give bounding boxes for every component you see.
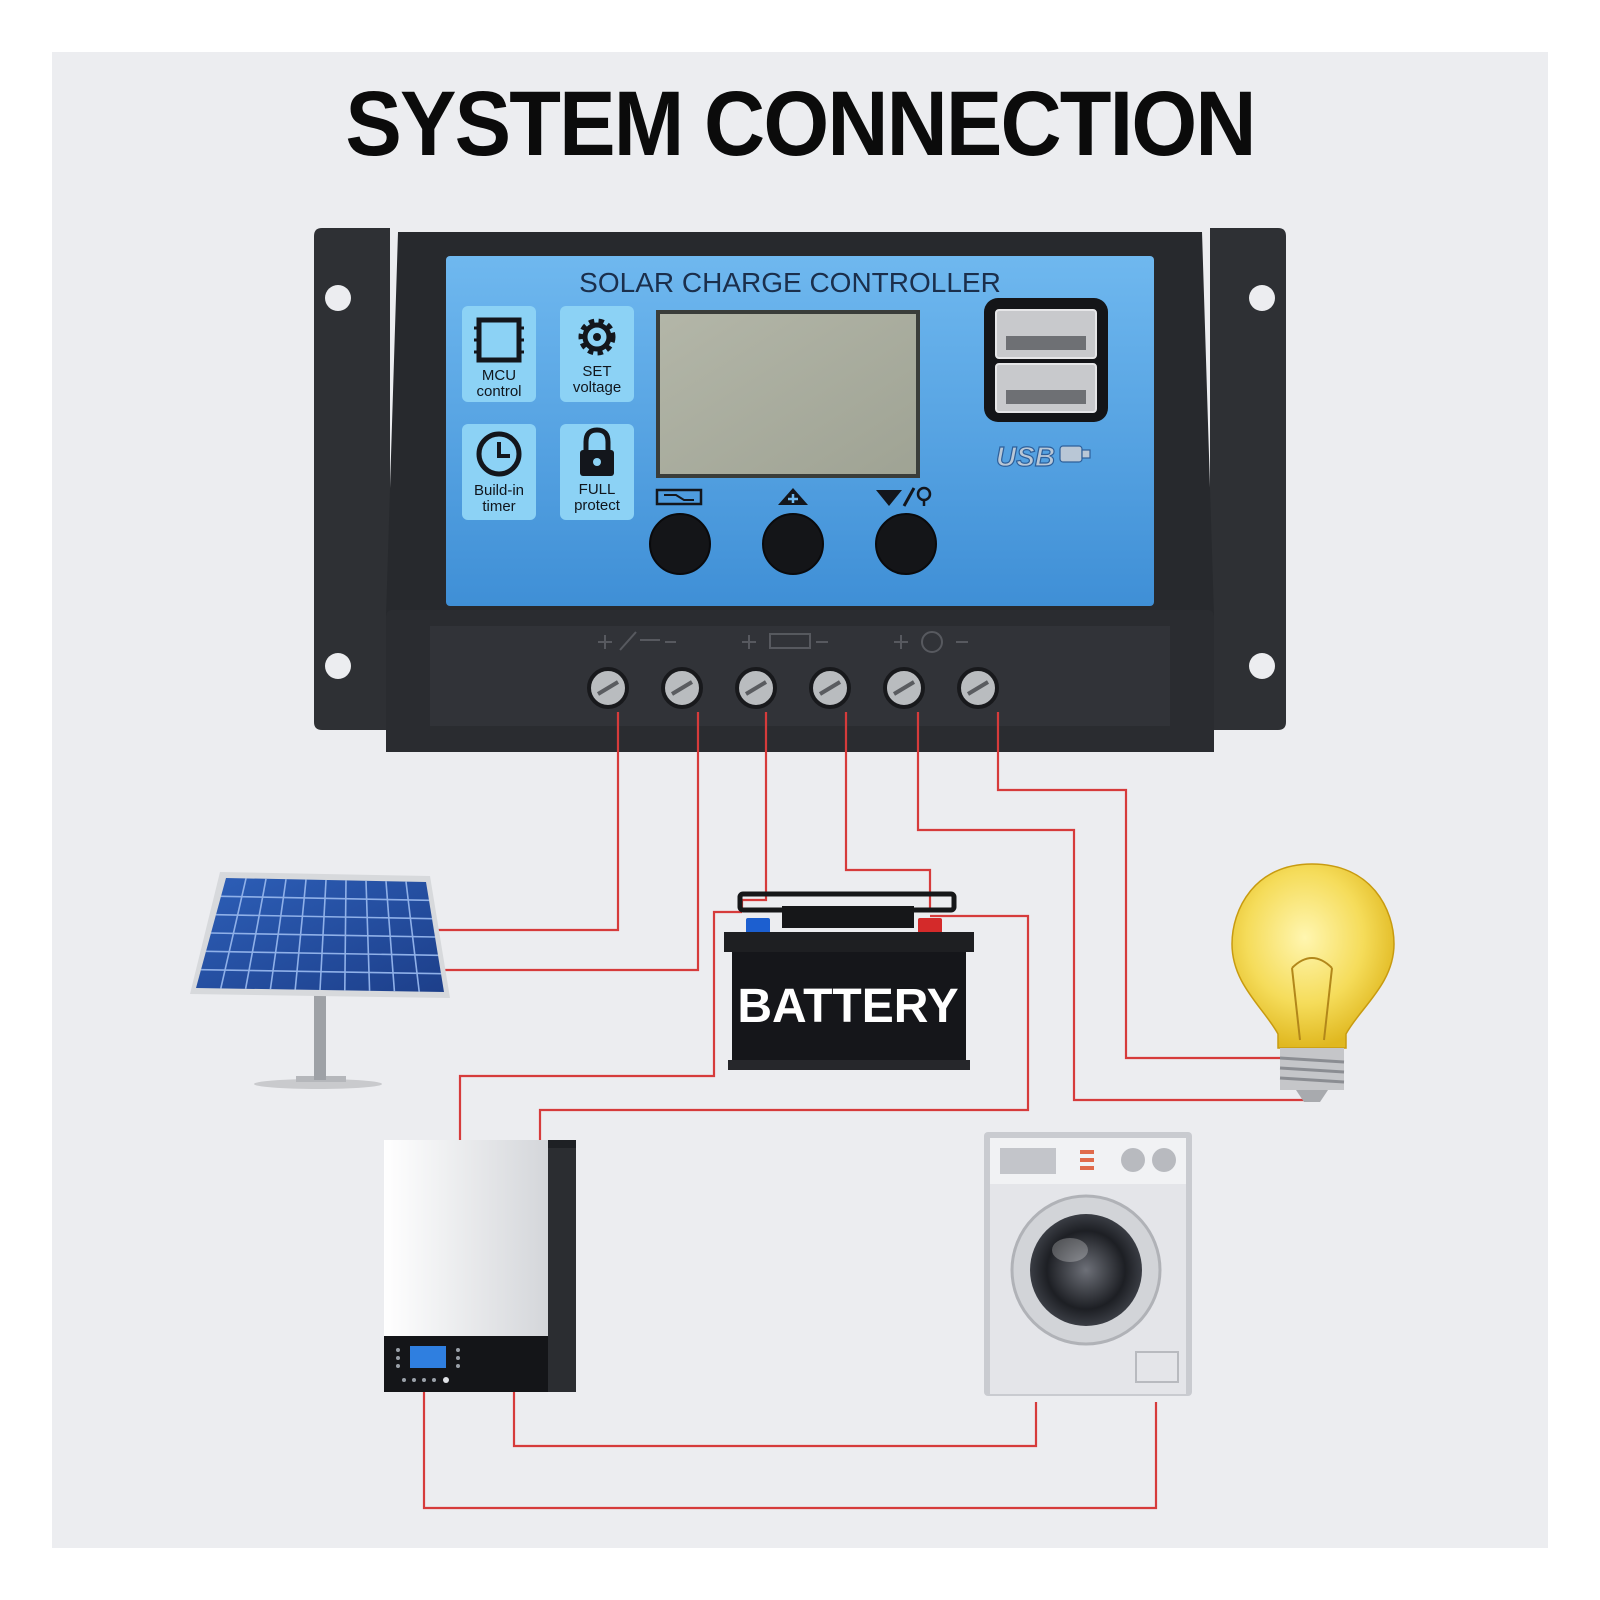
- feature-line1: FULL: [579, 481, 616, 498]
- controller-label: SOLAR CHARGE CONTROLLER: [579, 267, 1001, 298]
- feature-line2: timer: [482, 498, 515, 515]
- battery-menu-icon: [655, 488, 703, 506]
- battery-negative-terminal[interactable]: [746, 918, 770, 934]
- inverter-control-panel: [384, 1336, 548, 1392]
- feature-tile-timer: Build-in timer: [462, 424, 536, 520]
- lock-icon: [580, 427, 614, 476]
- mount-hole: [325, 653, 351, 679]
- terminal-screw-pv-minus[interactable]: [661, 667, 703, 709]
- mount-hole: [1249, 653, 1275, 679]
- terminal-markings: [598, 631, 968, 653]
- wire-battery-inverter-b: [538, 914, 1030, 1144]
- menu-button[interactable]: [649, 513, 711, 575]
- usb-port[interactable]: [995, 363, 1097, 413]
- solar-panel: [190, 872, 450, 1089]
- terminal-screws: [587, 667, 999, 709]
- feature-line1: Build-in: [474, 482, 524, 499]
- left-flange: [314, 228, 390, 730]
- up-plus-icon: [778, 488, 808, 505]
- inverter-display: [410, 1346, 446, 1368]
- terminal-strip: [430, 626, 1170, 726]
- wire-battery-minus: [844, 712, 932, 912]
- battery-positive-terminal[interactable]: [918, 918, 942, 934]
- solar-charge-controller: SOLAR CHARGE CONTROLLER MCU control SET …: [314, 228, 1286, 752]
- terminal-screw-battery-minus[interactable]: [809, 667, 851, 709]
- feature-tile-protect: FULL protect: [560, 424, 634, 520]
- terminal-screw-pv-plus[interactable]: [587, 667, 629, 709]
- down-light-icon: [876, 486, 932, 507]
- clock-icon: [476, 431, 522, 477]
- bulb-base: [1279, 1048, 1345, 1102]
- washer-drum: [1030, 1214, 1142, 1326]
- wire-pv-minus: [440, 712, 700, 972]
- page-title: SYSTEM CONNECTION: [345, 73, 1256, 175]
- feature-tile-mcu: MCU control: [462, 306, 536, 402]
- usb-label: USB: [996, 441, 1055, 472]
- down-light-button[interactable]: [875, 513, 937, 575]
- wire-inverter-washer-b: [422, 1386, 1158, 1510]
- terminal-screw-load-minus[interactable]: [957, 667, 999, 709]
- wire-battery-inverter-a: [458, 910, 742, 1144]
- battery-body: [732, 952, 966, 1066]
- wire-load-lamp-b: [996, 712, 1292, 1060]
- lcd-screen: [660, 314, 916, 474]
- mount-hole: [325, 285, 351, 311]
- usb-port[interactable]: [995, 309, 1097, 359]
- terminal-screw-battery-plus[interactable]: [735, 667, 777, 709]
- mount-hole: [1249, 285, 1275, 311]
- feature-line1: MCU: [482, 367, 516, 384]
- inverter: [384, 1140, 576, 1392]
- terminal-screw-load-plus[interactable]: [883, 667, 925, 709]
- wire-inverter-washer-a: [512, 1386, 1038, 1448]
- gear-icon: [578, 318, 616, 356]
- feature-line2: protect: [574, 497, 621, 514]
- up-button[interactable]: [762, 513, 824, 575]
- light-bulb: [1231, 863, 1395, 1102]
- inverter-cover: [384, 1140, 548, 1336]
- washing-machine: [984, 1132, 1192, 1396]
- wire-load-lamp-a: [916, 712, 1310, 1102]
- panel-pole: [314, 980, 326, 1080]
- feature-line2: voltage: [573, 379, 621, 396]
- usb-port-block: [984, 298, 1108, 422]
- washer-display: [1000, 1148, 1056, 1174]
- feature-line2: control: [476, 383, 521, 400]
- battery: BATTERY: [724, 891, 974, 1070]
- washer-knob[interactable]: [1152, 1148, 1176, 1172]
- right-flange: [1210, 228, 1286, 730]
- usb-plug-icon: [1059, 445, 1091, 463]
- feature-line1: SET: [582, 363, 611, 380]
- feature-tile-set: SET voltage: [560, 306, 634, 402]
- battery-label: BATTERY: [737, 980, 958, 1033]
- washer-knob[interactable]: [1121, 1148, 1145, 1172]
- wire-pv-plus: [430, 712, 620, 932]
